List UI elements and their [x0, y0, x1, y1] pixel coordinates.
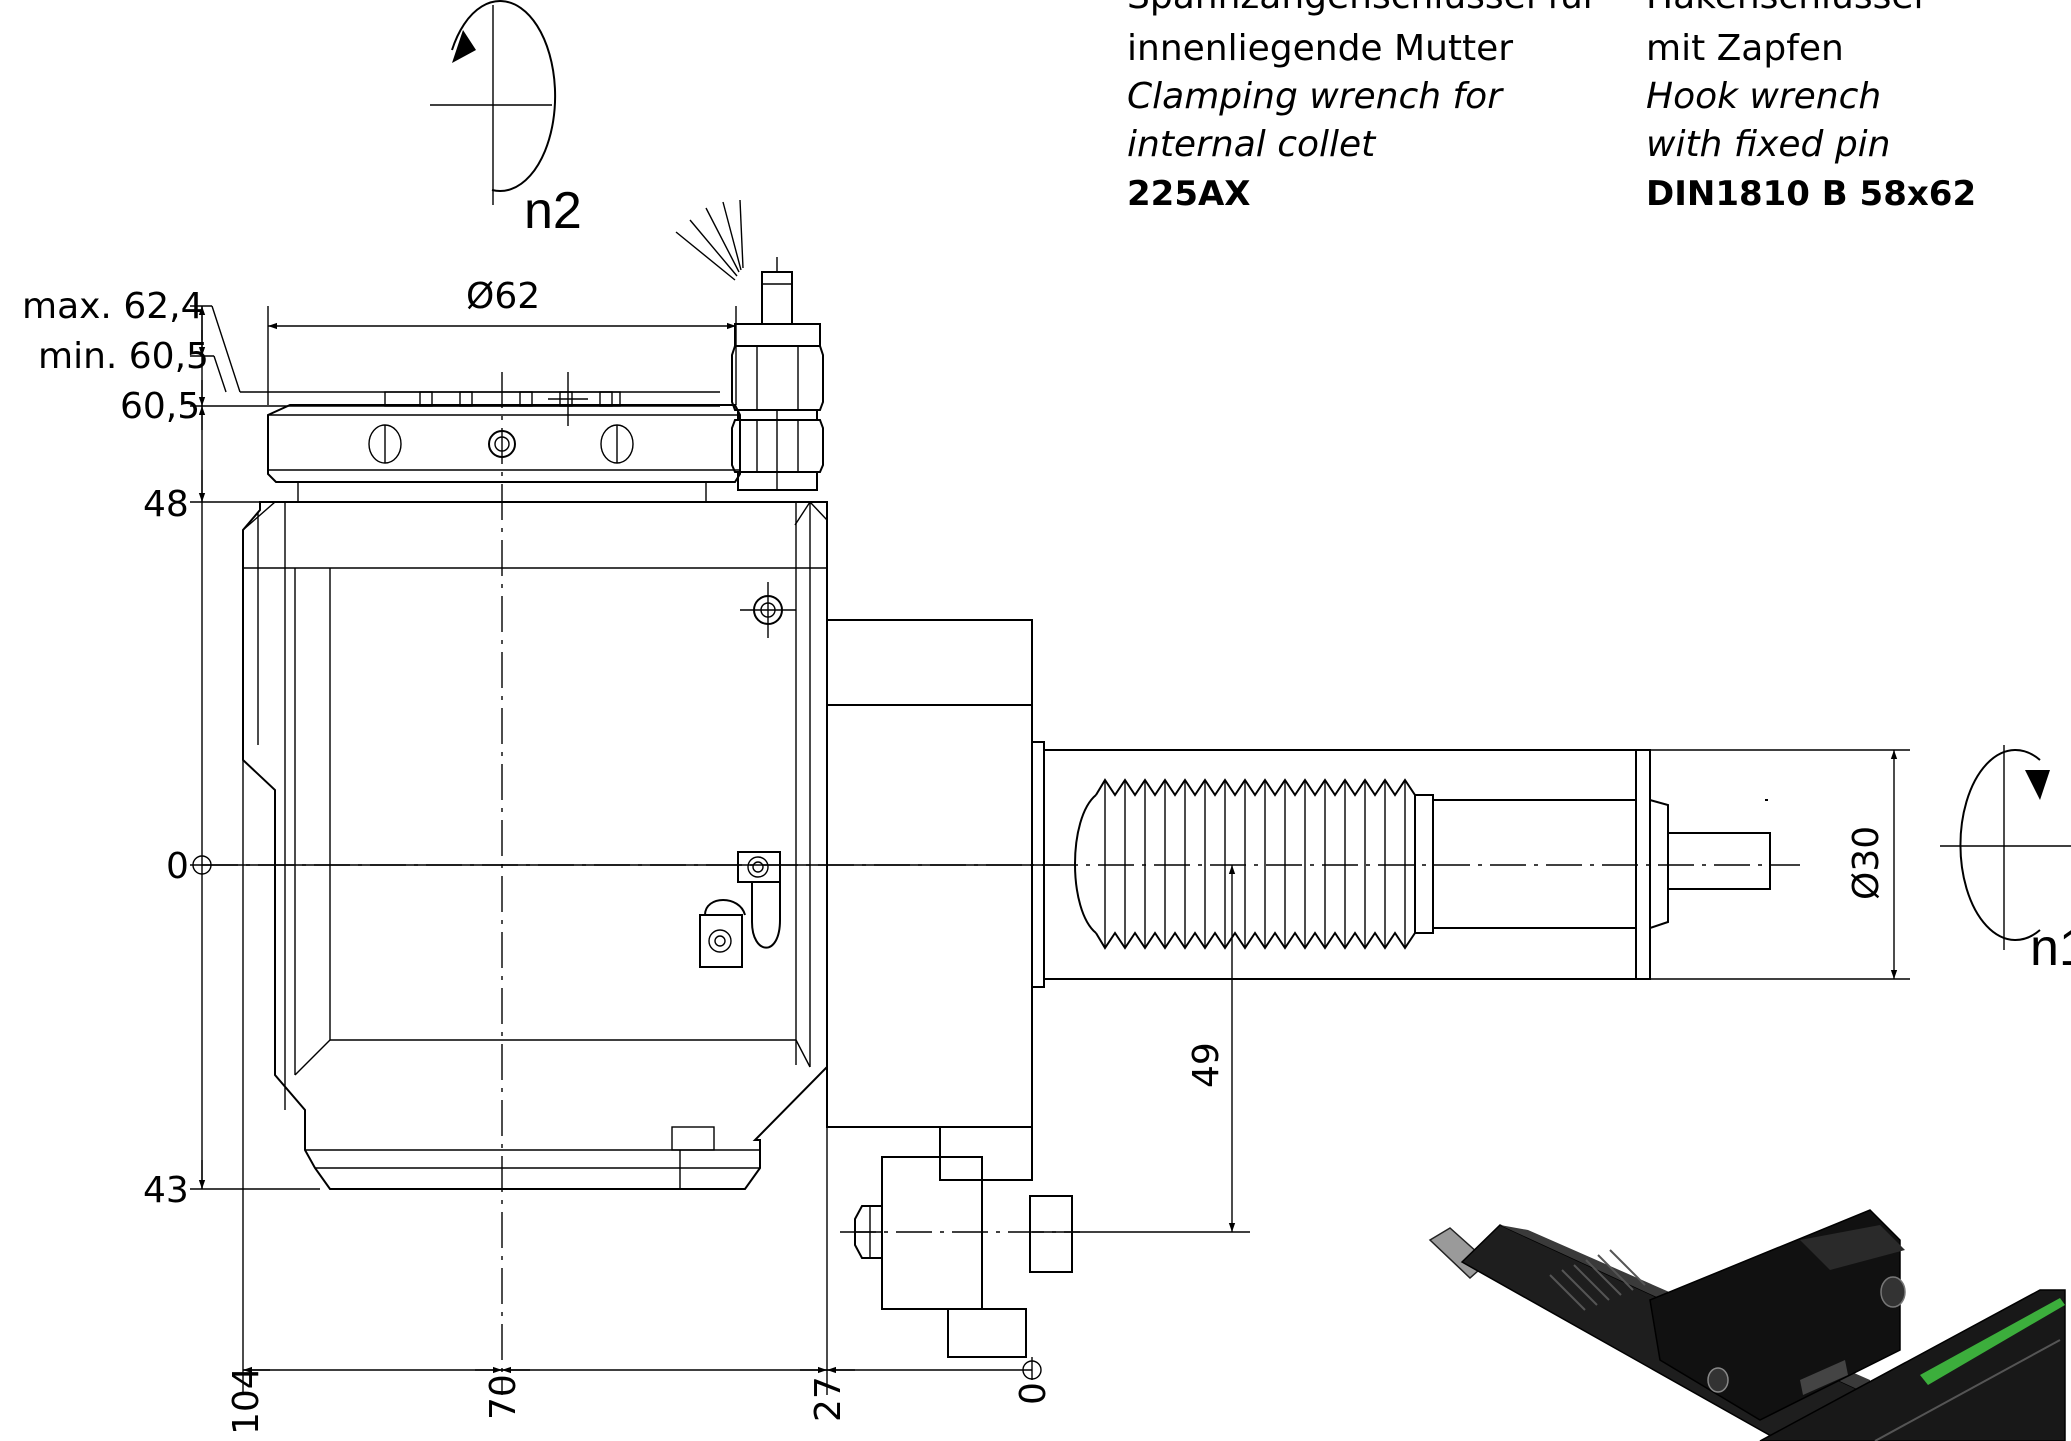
- n1-label: n1: [2030, 919, 2071, 977]
- dim-49: 49: [1186, 865, 1236, 1232]
- dim-max-label: max. 62,4: [22, 286, 203, 327]
- svg-text:DIN1810 B 58x62: DIN1810 B 58x62: [1646, 174, 1976, 214]
- rotation-n2-symbol: n2: [430, 0, 582, 240]
- svg-text:with fixed pin: with fixed pin: [1646, 124, 1891, 165]
- tool-notes-hook-wrench: Hakenschlüssel mit Zapfen Hook wrench wi…: [1646, 0, 1976, 214]
- svg-text:Spannzangenschlüssel für: Spannzangenschlüssel für: [1127, 0, 1598, 17]
- vertical-dimensions: max. 62,4 min. 60,5 60,5 48 0 43: [22, 286, 1060, 1211]
- main-housing: [242, 501, 828, 1190]
- dim-0-bottom-label: 0: [1013, 1382, 1054, 1405]
- svg-text:Hakenschlüssel: Hakenschlüssel: [1646, 0, 1924, 17]
- dim-48-label: 48: [143, 484, 189, 525]
- tool-notes-collet-wrench: Spannzangenschlüssel für innenliegende M…: [1127, 0, 1598, 214]
- dim-70-label: 70: [483, 1374, 524, 1420]
- dim-104-label: 104: [226, 1366, 267, 1435]
- dim-27-label: 27: [808, 1376, 849, 1422]
- dia62-label: Ø62: [466, 276, 540, 317]
- tool-3d-render: [1428, 1209, 2066, 1441]
- svg-text:225AX: 225AX: [1127, 174, 1251, 214]
- dia30-dimension: Ø30: [1650, 749, 1910, 980]
- svg-text:mit Zapfen: mit Zapfen: [1646, 28, 1844, 69]
- horizontal-dimensions: 104 70 27 0: [226, 760, 1054, 1435]
- rotation-n1-symbol: n1: [1940, 745, 2071, 977]
- dim-0-left-label: 0: [166, 846, 189, 887]
- svg-text:Hook wrench: Hook wrench: [1646, 76, 1881, 117]
- dim-43-label: 43: [143, 1170, 189, 1211]
- dia30-label: Ø30: [1846, 826, 1887, 900]
- svg-text:innenliegende Mutter: innenliegende Mutter: [1127, 28, 1513, 69]
- center-lines: [202, 372, 1800, 1395]
- n2-label: n2: [524, 182, 582, 240]
- dim-min-label: min. 60,5: [38, 336, 209, 377]
- spindle-housing: [826, 619, 1250, 1358]
- dim-49-label: 49: [1186, 1042, 1227, 1088]
- dim-605-label: 60,5: [120, 386, 200, 427]
- clamp-screws: [699, 851, 781, 968]
- dia62-dimension: Ø62: [267, 276, 737, 405]
- coolant-nozzle: [675, 199, 824, 491]
- svg-text:internal collet: internal collet: [1127, 124, 1377, 165]
- svg-text:Clamping wrench for: Clamping wrench for: [1127, 76, 1504, 117]
